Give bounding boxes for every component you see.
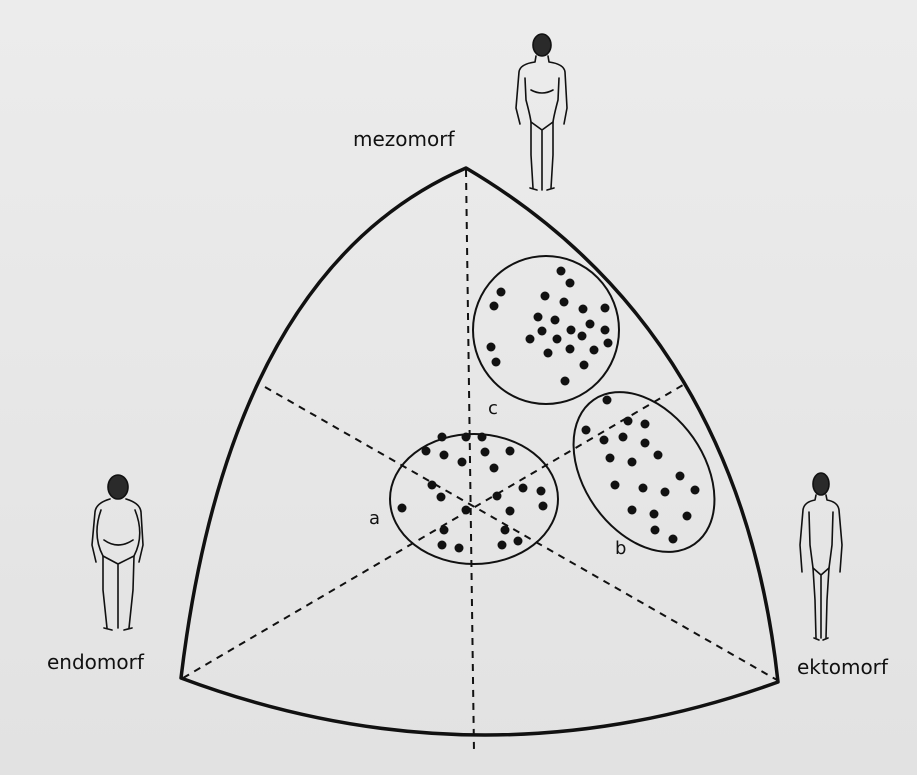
group-c-dots bbox=[487, 267, 613, 386]
vertex-label-ektomorf: ektomorf bbox=[797, 655, 888, 679]
data-point bbox=[506, 507, 515, 516]
data-point bbox=[641, 420, 650, 429]
data-point bbox=[501, 526, 510, 535]
data-point bbox=[557, 267, 566, 276]
vertex-label-endomorf: endomorf bbox=[47, 650, 144, 674]
data-point bbox=[628, 506, 637, 515]
axis-endomorf bbox=[183, 385, 683, 678]
data-point bbox=[455, 544, 464, 553]
endomorf-figure-icon bbox=[92, 475, 143, 630]
data-point bbox=[526, 335, 535, 344]
data-point bbox=[478, 433, 487, 442]
group-a-dots bbox=[398, 433, 548, 553]
data-point bbox=[534, 313, 543, 322]
data-point bbox=[537, 487, 546, 496]
data-point bbox=[566, 345, 575, 354]
data-point bbox=[611, 481, 620, 490]
data-point bbox=[651, 526, 660, 535]
data-point bbox=[600, 436, 609, 445]
data-point bbox=[398, 504, 407, 513]
data-point bbox=[462, 433, 471, 442]
data-point bbox=[603, 396, 612, 405]
data-point bbox=[519, 484, 528, 493]
data-point bbox=[539, 502, 548, 511]
data-point bbox=[579, 305, 588, 314]
data-point bbox=[580, 361, 589, 370]
data-point bbox=[683, 512, 692, 521]
data-point bbox=[490, 302, 499, 311]
data-point bbox=[498, 541, 507, 550]
group-a-ellipse bbox=[390, 434, 558, 564]
data-point bbox=[561, 377, 570, 386]
axis-lines bbox=[183, 170, 777, 752]
data-point bbox=[487, 343, 496, 352]
data-point bbox=[514, 537, 523, 546]
data-point bbox=[582, 426, 591, 435]
data-point bbox=[440, 451, 449, 460]
data-point bbox=[544, 349, 553, 358]
data-point bbox=[654, 451, 663, 460]
group-label-b: b bbox=[615, 538, 626, 559]
group-b-dots bbox=[582, 396, 700, 544]
data-point bbox=[691, 486, 700, 495]
data-point bbox=[619, 433, 628, 442]
axis-ektomorf bbox=[265, 387, 777, 680]
data-point bbox=[628, 458, 637, 467]
data-point bbox=[462, 506, 471, 515]
ektomorf-figure-icon bbox=[800, 473, 842, 640]
data-point bbox=[661, 488, 670, 497]
data-point bbox=[639, 484, 648, 493]
data-point bbox=[553, 335, 562, 344]
data-point bbox=[586, 320, 595, 329]
data-point bbox=[506, 447, 515, 456]
data-point bbox=[590, 346, 599, 355]
mezomorf-figure-icon bbox=[516, 34, 567, 190]
data-point bbox=[676, 472, 685, 481]
data-point bbox=[458, 458, 467, 467]
data-point bbox=[438, 433, 447, 442]
data-point bbox=[497, 288, 506, 297]
reuleaux-triangle-outline bbox=[181, 168, 778, 735]
data-point bbox=[624, 417, 633, 426]
axis-mezomorf bbox=[466, 170, 474, 752]
data-point bbox=[606, 454, 615, 463]
data-point bbox=[422, 447, 431, 456]
group-label-a: a bbox=[369, 508, 380, 529]
data-point bbox=[481, 448, 490, 457]
data-point bbox=[641, 439, 650, 448]
group-label-c: c bbox=[488, 398, 498, 419]
data-point bbox=[650, 510, 659, 519]
data-point bbox=[578, 332, 587, 341]
data-point bbox=[437, 493, 446, 502]
data-point bbox=[551, 316, 560, 325]
data-point bbox=[538, 327, 547, 336]
data-point bbox=[493, 492, 502, 501]
data-point bbox=[567, 326, 576, 335]
data-point bbox=[566, 279, 575, 288]
data-point bbox=[541, 292, 550, 301]
data-point bbox=[492, 358, 501, 367]
data-point bbox=[604, 339, 613, 348]
data-point bbox=[601, 304, 610, 313]
data-point bbox=[490, 464, 499, 473]
data-point bbox=[438, 541, 447, 550]
data-point bbox=[428, 481, 437, 490]
data-point bbox=[560, 298, 569, 307]
data-point bbox=[669, 535, 678, 544]
vertex-label-mezomorf: mezomorf bbox=[353, 127, 455, 151]
data-point bbox=[601, 326, 610, 335]
data-point bbox=[440, 526, 449, 535]
